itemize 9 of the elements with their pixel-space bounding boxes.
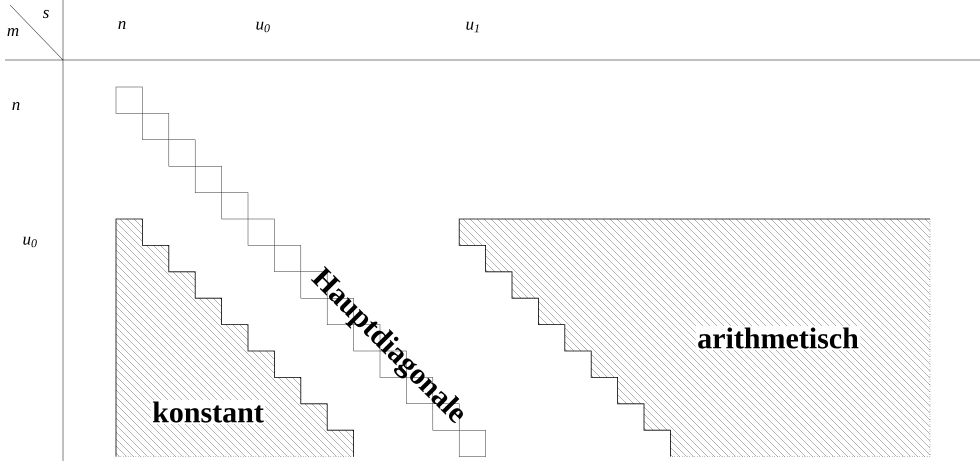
axis-label: n <box>12 102 20 110</box>
axis-label: u$_{1}$ <box>466 22 479 32</box>
axis-label: u$_{0}$ <box>23 236 37 248</box>
axis-label: m <box>7 28 18 36</box>
axis-label: u$_{0}$ <box>256 22 270 32</box>
axis-label: s <box>42 10 49 18</box>
node-label: arithmetisch <box>698 327 858 349</box>
node-label: konstant <box>152 401 264 423</box>
axis-label: n <box>118 21 126 29</box>
